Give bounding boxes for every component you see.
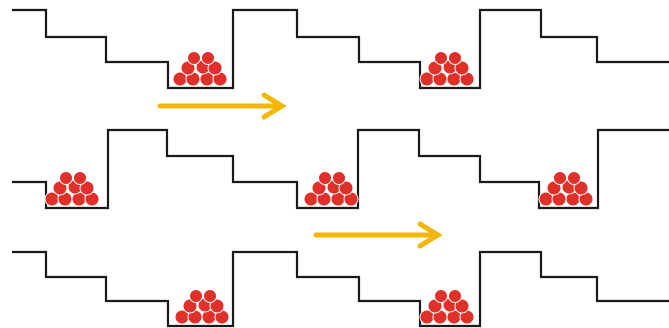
ball — [59, 171, 73, 185]
ball — [209, 298, 225, 314]
row-2 — [12, 128, 669, 210]
ball — [203, 289, 217, 303]
arrow-1-head — [261, 92, 287, 120]
arrow-2 — [313, 221, 443, 249]
ball — [448, 51, 462, 65]
arrow-1 — [157, 92, 287, 120]
row-1-ball-cluster-2 — [419, 51, 475, 87]
ball — [454, 60, 470, 76]
row-2-staircase — [12, 128, 669, 210]
row-2-ball-cluster-2 — [303, 171, 359, 207]
ball — [79, 180, 95, 196]
ball — [448, 289, 462, 303]
ball — [189, 289, 203, 303]
row-1-ball-cluster-1 — [172, 51, 228, 87]
row-2-ball-cluster-1 — [44, 171, 100, 207]
ball — [201, 51, 215, 65]
ball — [187, 51, 201, 65]
ball — [73, 171, 87, 185]
ball — [318, 171, 332, 185]
row-1-staircase — [12, 8, 669, 90]
ball — [573, 180, 589, 196]
ball — [553, 171, 567, 185]
row-3-ball-cluster-2 — [419, 289, 475, 325]
ball — [434, 289, 448, 303]
ball — [434, 51, 448, 65]
row-3-staircase — [12, 250, 669, 328]
row-3 — [12, 250, 669, 328]
ball — [338, 180, 354, 196]
ball — [567, 171, 581, 185]
row-3-ball-cluster-1 — [174, 289, 230, 325]
ball — [454, 298, 470, 314]
ball — [207, 60, 223, 76]
arrow-2-head — [417, 221, 443, 249]
row-1 — [12, 8, 669, 90]
ball — [332, 171, 346, 185]
row-2-ball-cluster-3 — [538, 171, 594, 207]
